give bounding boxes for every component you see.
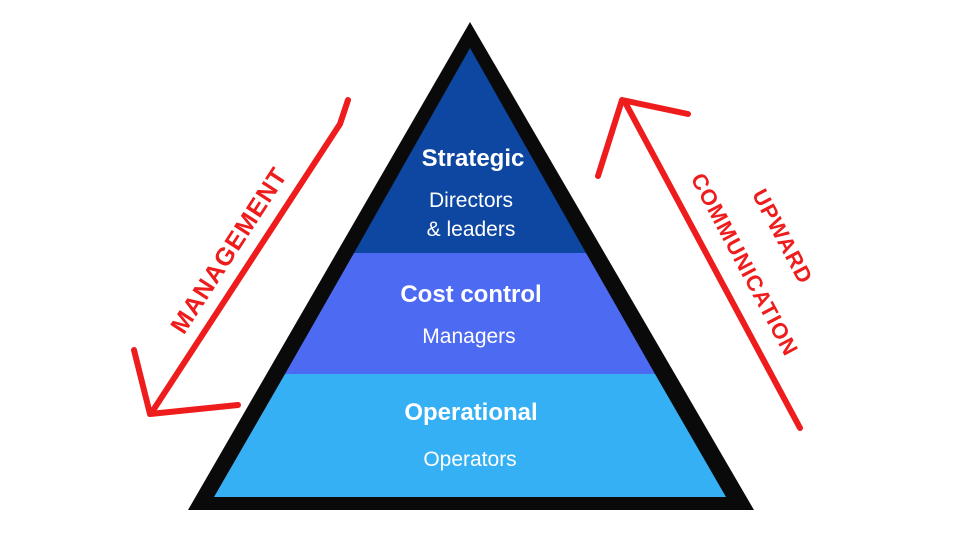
tier-strategic-subtitle-line2: & leaders (427, 218, 516, 241)
tier-strategic-fill (354, 48, 586, 253)
upward-arrow-head (595, 97, 691, 179)
management-arrow-head (131, 347, 241, 417)
upward-arrow-shaft (623, 101, 803, 431)
tier-strategic-subtitle-line1: Directors (429, 189, 513, 212)
tier-operational-fill (214, 374, 726, 497)
management-label: MANAGEMENT (165, 163, 293, 339)
tier-cost-control-title: Cost control (400, 281, 541, 308)
tier-cost-control-fill (285, 253, 655, 374)
management-arrow-shaft (149, 97, 351, 415)
tier-cost-control-subtitle: Managers (422, 325, 515, 348)
tier-strategic-title: Strategic (422, 145, 525, 172)
tier-operational-title: Operational (404, 399, 537, 426)
tier-operational-subtitle: Operators (423, 448, 516, 471)
